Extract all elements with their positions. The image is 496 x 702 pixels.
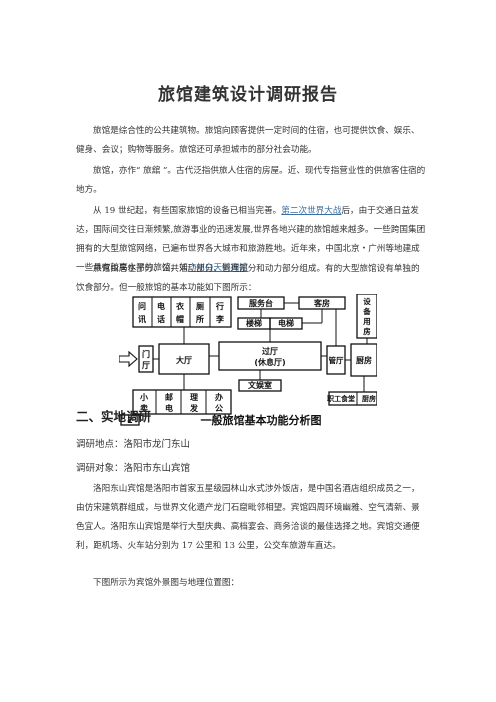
door-b: 厅 xyxy=(142,361,150,370)
tl-4-a: 行 xyxy=(215,301,224,311)
kitchen2-label: 厨房 xyxy=(362,394,376,403)
bl-1-a: 邮 xyxy=(165,392,173,402)
history-text-b: 后，由于交通日益发达，国际间交往日渐频繁,旅游事业的迅速发展,世界各地兴建的旅馆… xyxy=(76,206,426,273)
bl-1-b: 电 xyxy=(165,403,173,413)
canteen-label: 职工食堂 xyxy=(327,394,355,403)
bl-2-a: 理 xyxy=(190,393,198,402)
bl-0-b: 卖 xyxy=(140,403,148,413)
bl-3-a: 办 xyxy=(215,392,223,402)
paragraph-intro: 旅馆是综合性的公共建筑物。旅馆向顾客提供一定时间的住宿，也可提供饮食、娱乐、健身… xyxy=(76,126,420,155)
bl-2-b: 发 xyxy=(189,403,199,413)
corridor-a: 过厅 xyxy=(262,346,278,356)
lobby-label: 大厅 xyxy=(176,355,192,365)
paragraph-history: 从 19 世纪起，有些国家旅馆的设备已相当完善。第二次世界大战后，由于交通日益发… xyxy=(76,202,428,278)
white-swan-hotel-link[interactable]: 广州白天鹅宾馆 xyxy=(187,263,248,273)
tl-4-b: 李 xyxy=(215,314,225,324)
corridor-b: (休息厅) xyxy=(254,357,285,367)
paragraph-definition: 旅馆，亦作“ 旅舘 ”。古代泛指供旅人住宿的房屋。近、现代专指营业性的供旅客住宿… xyxy=(76,166,426,195)
stairs-label: 楼梯 xyxy=(246,318,262,328)
bl-3-b: 公 xyxy=(215,404,223,413)
history-text-a: 从 19 世纪起，有些国家旅馆的设备已相当完善。 xyxy=(93,206,282,216)
tl-0-a: 问 xyxy=(138,301,146,311)
tl-2-a: 衣 xyxy=(176,301,184,311)
ww2-link[interactable]: 第二次世界大战 xyxy=(281,206,342,216)
door-a: 门 xyxy=(142,349,150,359)
paragraph-hotel: 洛阳东山宾馆是洛阳市首家五星级园林山水式涉外饭店，是中国名酒店组织成员之一，由仿… xyxy=(76,484,420,551)
bl-0-a: 小 xyxy=(139,392,148,402)
paragraph-figure-note: 下图所示为宾馆外景图与地理位置图： xyxy=(93,578,240,588)
equip-c: 用 xyxy=(363,317,371,326)
survey-location: 调研地点：洛阳市龙门东山 xyxy=(76,439,191,450)
document-title: 旅馆建筑设计调研报告 xyxy=(158,85,338,105)
kitchen-label: 厨房 xyxy=(356,355,372,365)
service-desk-label: 服务台 xyxy=(249,298,273,308)
mgmt-label: 管厅 xyxy=(329,355,344,365)
top-left-group: 问 讯 电 话 衣 帽 厕 所 行 李 xyxy=(132,296,232,328)
tl-1-b: 话 xyxy=(157,314,165,324)
survey-subject: 调研对象：洛阳市东山宾馆 xyxy=(76,463,191,474)
guest-room-label: 客房 xyxy=(313,298,330,308)
recreation-label: 文娱室 xyxy=(248,380,272,390)
tl-0-b: 讯 xyxy=(138,314,146,324)
tl-3-b: 所 xyxy=(195,314,204,324)
entrance-arrow-icon xyxy=(119,350,138,368)
caption-number: 2 xyxy=(127,416,133,425)
equip-b: 备 xyxy=(362,306,371,316)
tl-1-a: 电 xyxy=(157,301,165,311)
elevator-label: 电梯 xyxy=(278,318,294,328)
function-diagram: 问 讯 电 话 衣 帽 厕 所 行 李 服务台 客房 楼梯 电梯 xyxy=(119,294,377,426)
tl-3-a: 厕 xyxy=(196,302,204,311)
equip-a: 设 xyxy=(363,296,371,306)
paragraph-function: 旅馆由居住部分、公共活动部分、管理部分和动力部分组成。有的大型旅馆设有单独的饮食… xyxy=(76,264,420,293)
tl-2-b: 帽 xyxy=(176,314,184,324)
section-heading: 二、实地调研 xyxy=(76,409,152,424)
caption-text: 一般旅馆基本功能分析图 xyxy=(201,413,322,426)
equip-d: 房 xyxy=(363,326,371,336)
